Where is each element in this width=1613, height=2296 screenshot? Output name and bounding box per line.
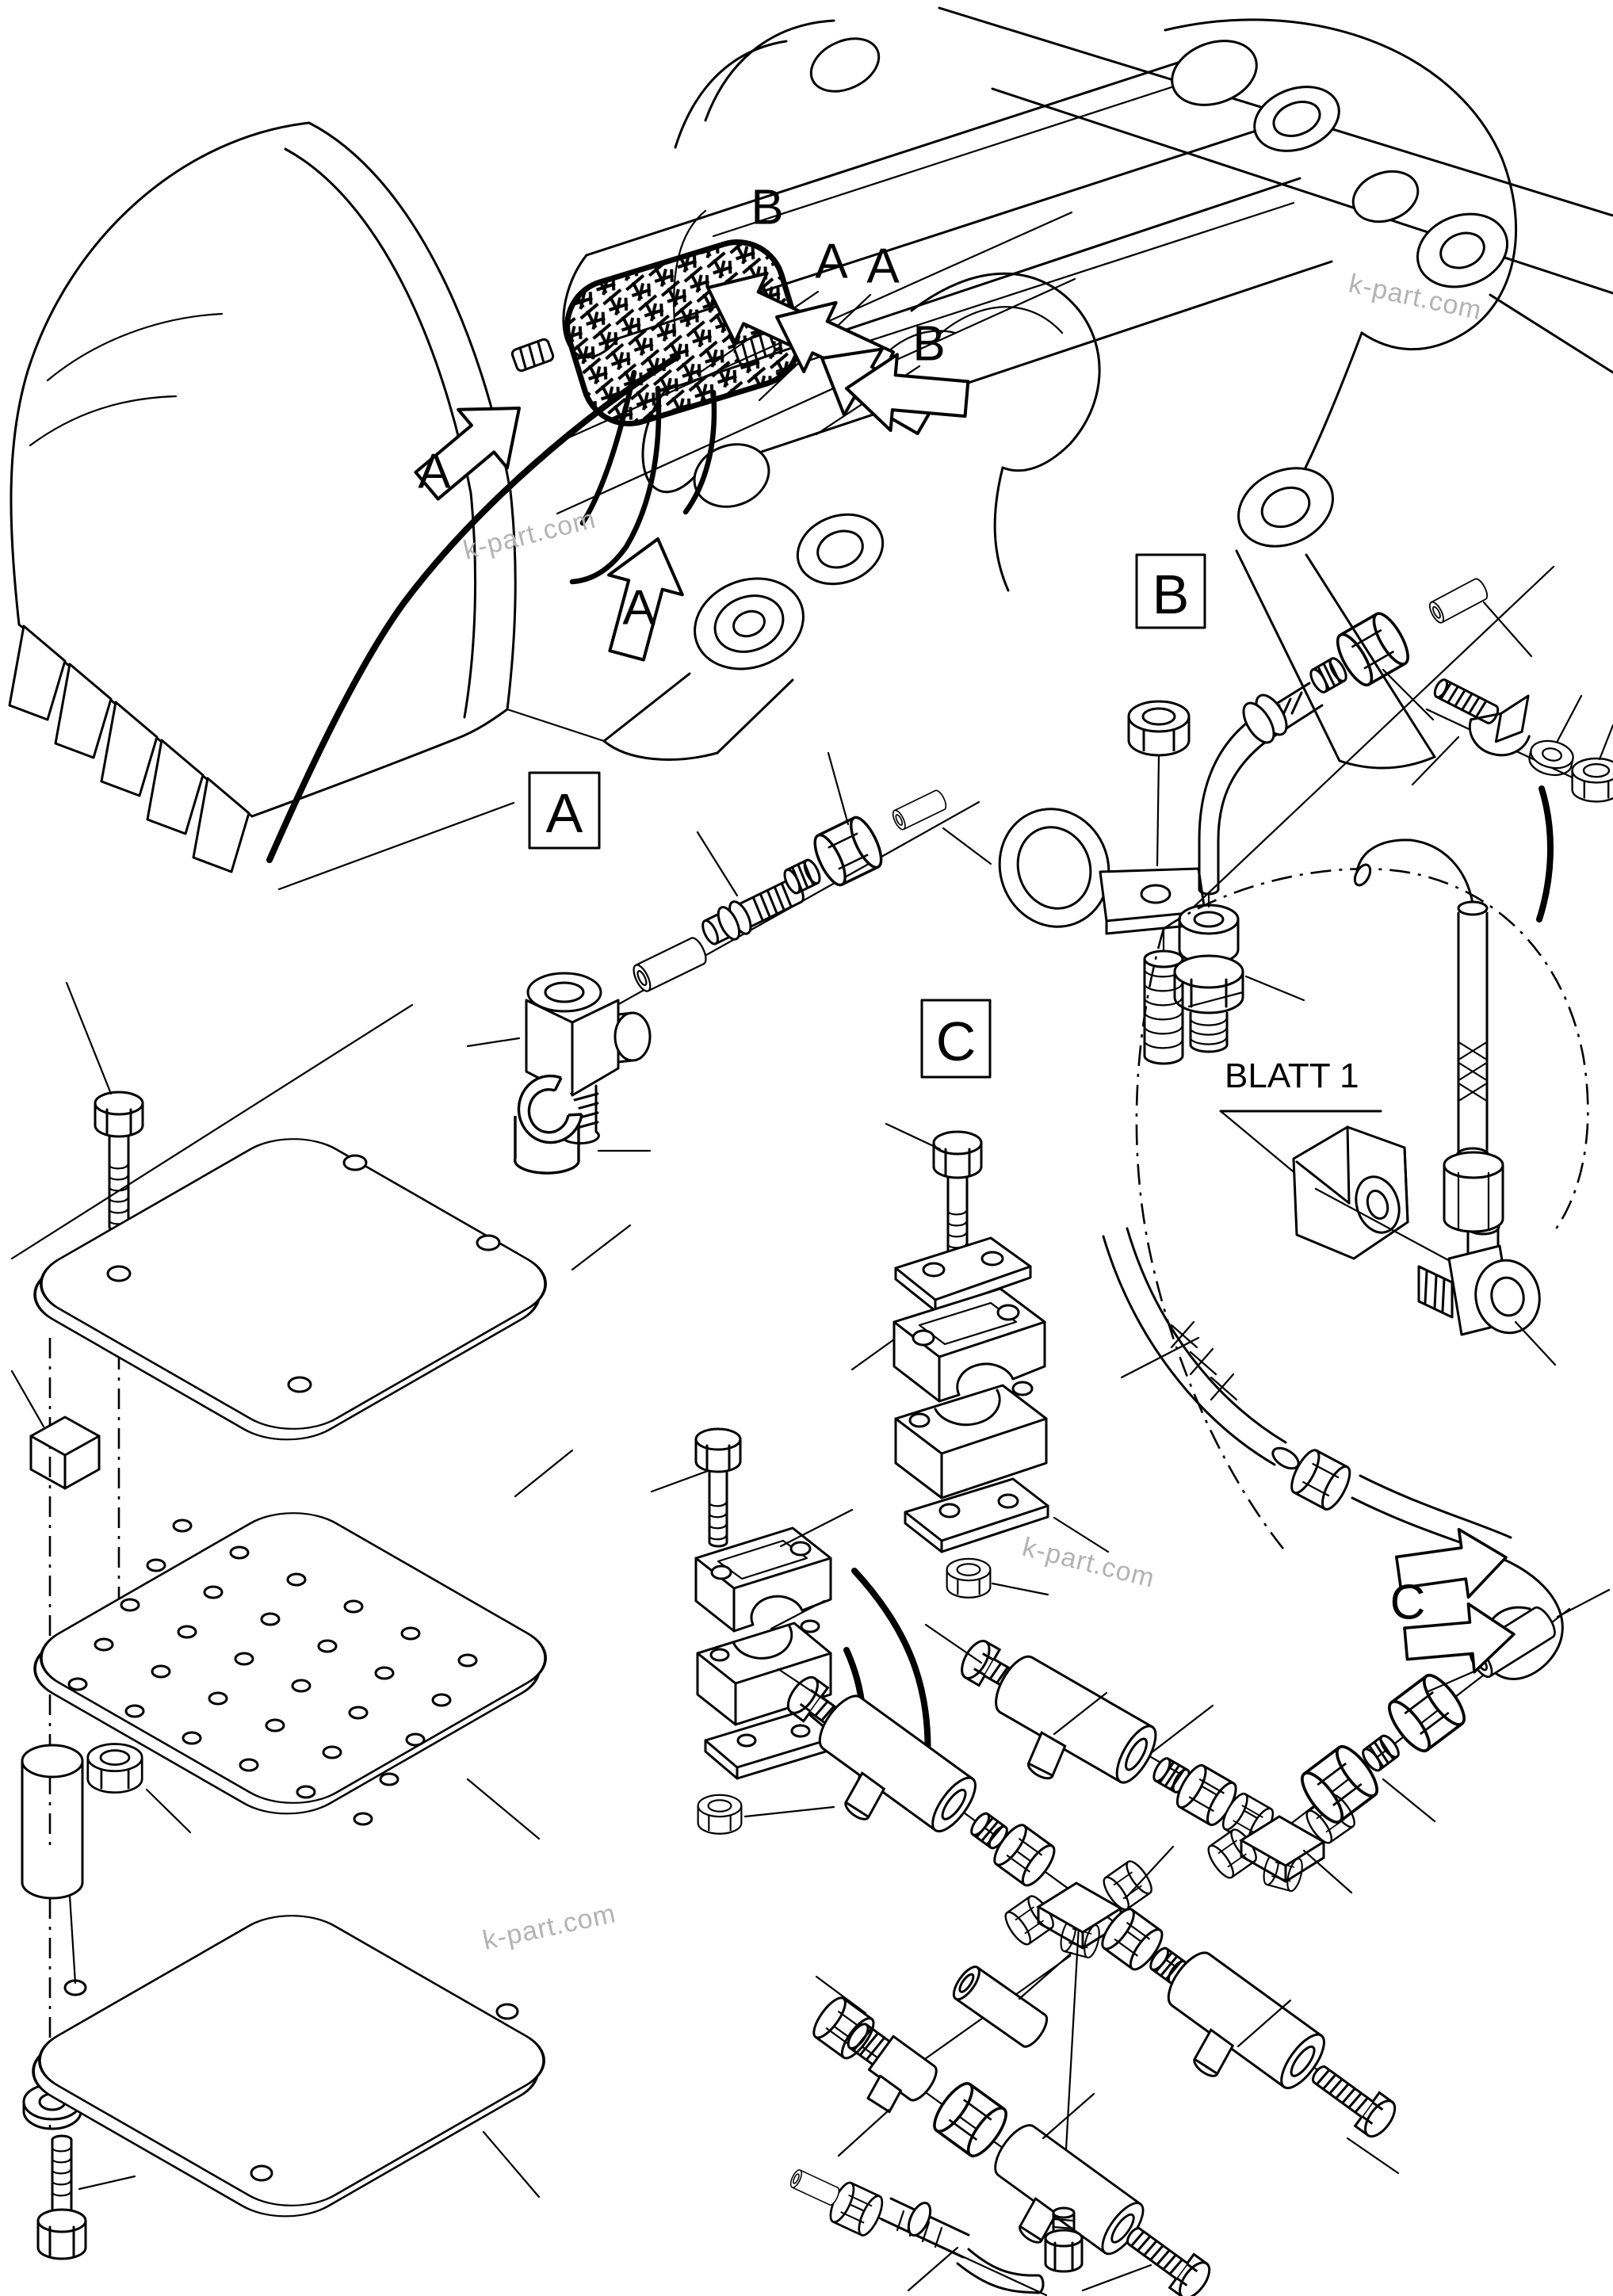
detail-box-b-label: B: [1152, 563, 1190, 625]
panel-clamp-bit-left: [510, 338, 555, 372]
piping-network: C: [777, 1522, 1611, 2296]
network-leaders: [777, 1588, 1611, 2292]
clamp-plate-lower: [904, 1477, 1049, 1553]
vertical-fitting: [1044, 2206, 1084, 2273]
detail-box-a: A: [528, 771, 601, 850]
section-c-callout: C: [1390, 1522, 1519, 1679]
p-clamp: [998, 808, 1206, 935]
hex-adapter: [1173, 904, 1244, 1053]
sheet-reference-text: BLATT 1: [1225, 1056, 1359, 1095]
panel-clamp-bit-right: [732, 331, 777, 366]
elbow-pipe: [1198, 682, 1324, 896]
detail-box-c-label: C: [936, 1010, 977, 1072]
detail-box-a-label: A: [546, 782, 583, 844]
detail-box-c: C: [920, 999, 992, 1079]
braided-hose-diagonal: [1102, 1227, 1564, 1680]
bucket: [8, 121, 517, 873]
detail-c-lower-stack: [650, 1427, 854, 1835]
bottom-elbow-tube: [880, 2197, 1045, 2294]
detail-a-parts: [466, 700, 1244, 1175]
clamp-plate-2: [704, 1709, 838, 1780]
watermark-4: k-part.com: [480, 1898, 619, 1956]
plate-nut: [86, 1743, 143, 1794]
view-label-a-top-1: A: [815, 235, 848, 289]
perforation-holes: [67, 1519, 478, 1826]
clip-stud-set: [1411, 678, 1613, 803]
watermark-3: k-part.com: [1019, 1532, 1158, 1594]
cover-plate-bottom: [32, 1894, 545, 2218]
clamp-nut: [1127, 700, 1191, 757]
cover-plate-perforated: [33, 1449, 574, 1840]
banjo-fitting: [525, 972, 652, 1145]
view-label-a-bottom: A: [622, 581, 656, 636]
plate-bolt-top: [94, 1091, 144, 1232]
view-label-b-top: B: [751, 181, 783, 235]
arm-assembly: [562, 6, 1613, 770]
braided-hose-vertical: [1353, 839, 1504, 1233]
clamp-stud: [1143, 949, 1184, 1065]
clamp-block-top: [893, 1287, 1046, 1403]
bucket-teeth: [8, 625, 250, 873]
tab-fitting: [847, 2023, 938, 2114]
view-label-b-right: B: [912, 317, 945, 372]
view-callouts: B A A B A A: [10, 181, 1076, 1260]
view-label-a-left: A: [418, 445, 451, 499]
detail-c-upper-stack: [850, 1122, 1110, 1599]
detail-box-b: B: [1135, 553, 1206, 629]
spacer-pin: [21, 1744, 84, 1900]
detail-b-parts: BLATT 1: [1102, 565, 1613, 1680]
cap-nut: [1292, 1125, 1409, 1260]
square-nut: [29, 1415, 101, 1490]
cover-plates: [10, 981, 632, 2260]
cover-plate-top: [33, 1138, 632, 1441]
elbow-valve: [1314, 1187, 1557, 1366]
section-c-marker: C: [1390, 1576, 1426, 1630]
clamp-block-top-2: [694, 1526, 832, 1633]
plate-bolt-bottom: [36, 2134, 87, 2260]
clamp-plate-upper: [894, 1236, 1032, 1312]
view-label-a-top-2: A: [866, 239, 900, 294]
clamp-block-bottom-2: [696, 1619, 832, 1726]
clamp-block-bottom: [894, 1381, 1048, 1499]
